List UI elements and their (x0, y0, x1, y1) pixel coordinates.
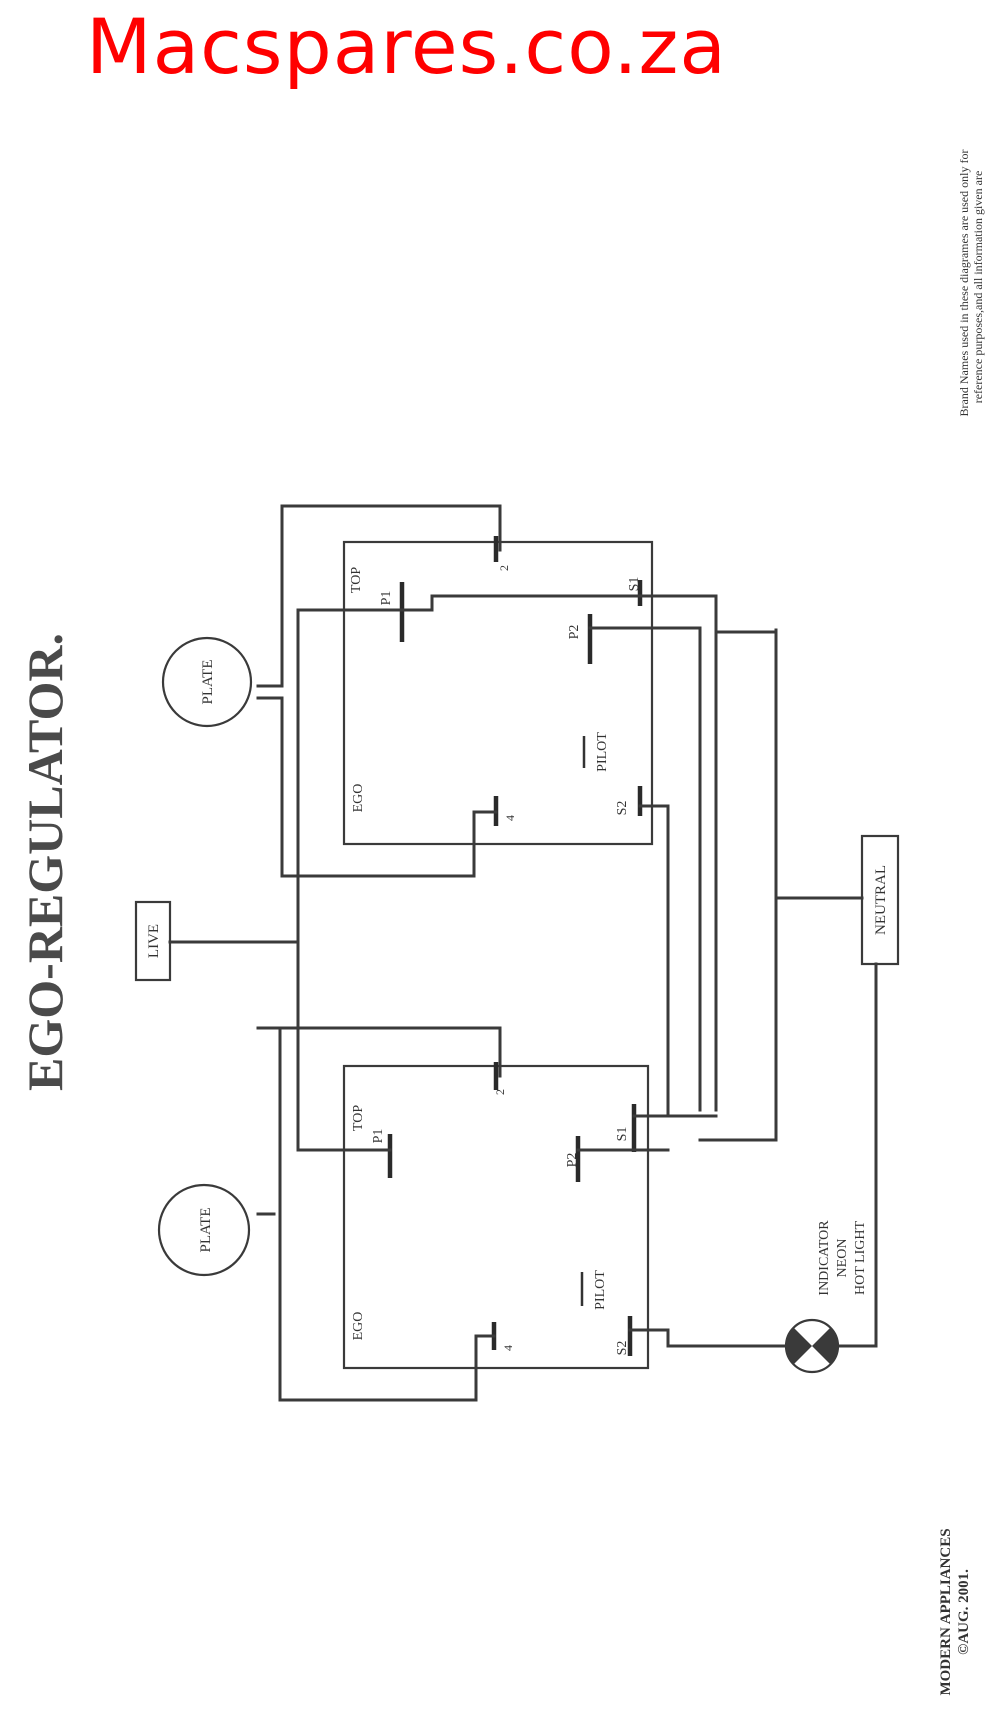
neutral-label: NEUTRAL (873, 865, 889, 935)
lower-t2-label: 2 (493, 1089, 507, 1095)
upper-t4-label: 4 (503, 815, 517, 821)
upper-plate (161, 636, 253, 728)
indicator-label-3: HOT LIGHT (853, 1221, 868, 1295)
lower-t4-label: 4 (501, 1345, 515, 1351)
lower-p1-label: P1 (371, 1129, 386, 1144)
upper-s2-label: S2 (615, 801, 630, 816)
upper-ego-label: EGO (351, 784, 366, 813)
upper-wire-plate-to-4 (256, 696, 498, 878)
footer-date: ©AUG. 2001. (956, 1569, 972, 1655)
upper-t2-label: 2 (497, 565, 511, 571)
upper-wire-p1-s1 (400, 594, 718, 612)
lower-pilot-label: PILOT (593, 1270, 608, 1310)
upper-wire-plate-to-2 (256, 504, 502, 688)
upper-wire-s2-down (638, 804, 670, 1118)
indicator-neon: INDICATOR NEON HOT LIGHT (784, 962, 878, 1374)
neutral-box (860, 834, 900, 966)
lower-s1-label: S1 (615, 1127, 630, 1142)
upper-unit: PLATE EGO TOP P1 P2 S1 S2 PILOT 2 4 (161, 504, 778, 1118)
lower-plate (157, 1183, 251, 1277)
lower-wire-live-to-p1 (296, 940, 392, 1152)
footer-company: MODERN APPLIANCES (938, 1528, 954, 1695)
lower-plate-label: PLATE (198, 1208, 214, 1253)
indicator-label-2: NEON (835, 1239, 850, 1278)
lower-s2-label: S2 (615, 1341, 630, 1356)
lower-unit: PLATE EGO TOP P1 P2 S1 S2 PILOT 2 4 (157, 940, 790, 1402)
lower-wire-top-to-2 (280, 1026, 502, 1078)
upper-plate-label: PLATE (200, 660, 216, 705)
diagram-title: EGO-REGULATOR. (17, 633, 73, 1091)
lower-ego-label: EGO (351, 1312, 366, 1341)
lower-wire-plate-to-left (256, 1026, 496, 1402)
upper-pilot-label: PILOT (595, 732, 610, 772)
disclaimer-line-1: Brand Names used in these diagrames are … (957, 150, 971, 417)
upper-top-label: TOP (349, 567, 364, 593)
upper-p1-label: P1 (379, 591, 394, 606)
indicator-lamp-fill (786, 1328, 838, 1364)
indicator-label-1: INDICATOR (817, 1220, 832, 1296)
lower-wire-s2-to-indicator (628, 1328, 790, 1348)
brand-watermark: Macspares.co.za (86, 2, 727, 91)
upper-wire-live-to-p1 (296, 608, 404, 944)
lower-top-label: TOP (351, 1105, 366, 1131)
disclaimer-line-2: reference purposes,and all information g… (971, 171, 985, 404)
live-label: LIVE (146, 924, 162, 958)
upper-p2-label: P2 (567, 625, 582, 640)
